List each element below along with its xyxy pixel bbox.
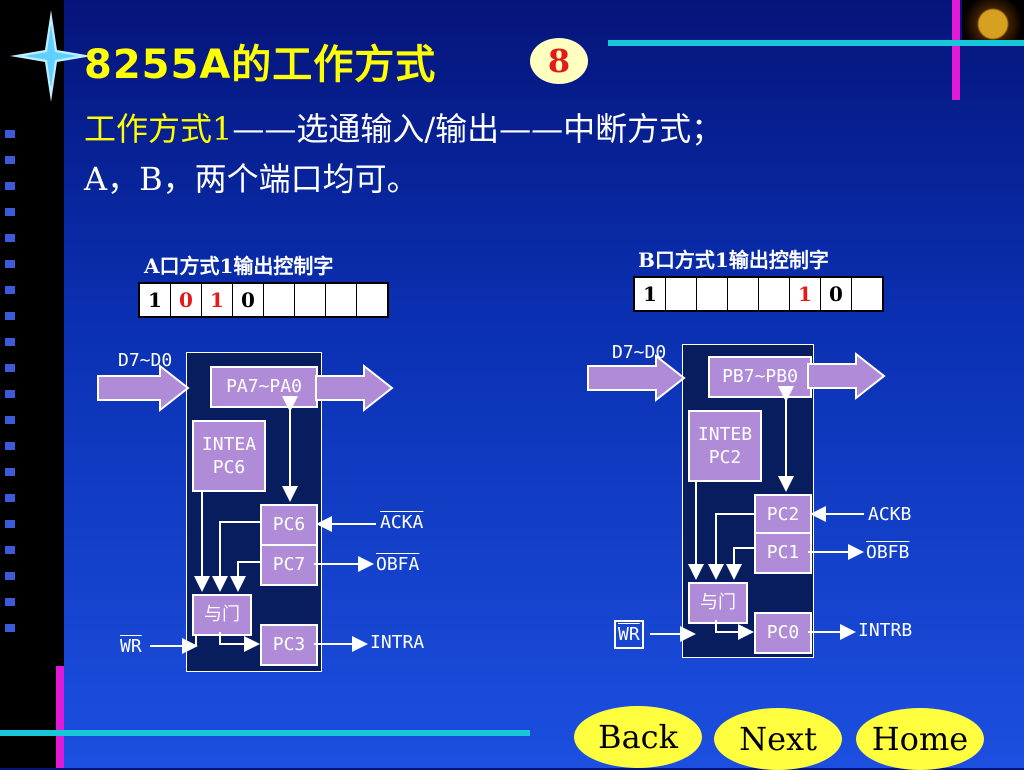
port-a-pa-block: PA7~PA0 [210,366,318,408]
port-a-control-word: 1 0 1 0 [138,282,389,318]
port-b-output-arrow [807,351,886,401]
port-b-pc1-block: PC1 [754,532,812,574]
page-number-badge: 8 [530,38,588,84]
magenta-line-top-right [952,0,960,100]
port-b-pb-block: PB7~PB0 [708,356,812,398]
back-button[interactable]: Back [574,706,702,768]
cw-bit [326,284,357,316]
star-sparkle-icon [10,10,92,102]
cyan-line-top [608,40,1024,46]
subtitle-line2: A，B，两个端口均可。 [84,160,419,198]
cw-bit: 0 [233,284,264,316]
subtitle-mode: 工作方式1 [84,110,233,148]
page-title: 8255A的工作方式 [84,42,437,88]
cw-bit [295,284,326,316]
subtitle-desc: ——选通输入/输出——中断方式； [232,110,724,148]
cw-bit: 1 [140,284,171,316]
inte-pc-label: PC6 [212,457,246,478]
port-b-inte-block: INTEB PC2 [688,410,762,482]
magenta-line-bottom-left [56,666,64,768]
inte-pc-label: PC2 [708,447,742,468]
port-a-inte-block: INTEA PC6 [192,420,266,492]
port-b-input-arrow [587,353,686,403]
inte-label: INTEA [201,433,257,455]
port-b-wr-label: WR [614,620,644,649]
port-b-obf-label: OBFB [866,542,910,563]
cw-bit: 1 [202,284,233,316]
globe-logo-icon [962,0,1024,40]
port-a-pc3-block: PC3 [260,624,318,666]
port-a-data-bus-label: D7~D0 [118,350,173,371]
port-a-control-word-label: A口方式1输出控制字 [144,254,334,278]
port-a-wr-label: WR [120,636,142,657]
cw-bit [666,278,697,310]
port-a-obf-label: OBFA [376,554,420,575]
cw-bit [264,284,295,316]
cw-bit: 0 [821,278,852,310]
port-a-pc7-block: PC7 [260,544,318,586]
port-a-ack-label: ACKA [380,512,424,533]
port-a-output-arrow [315,363,394,413]
cw-bit [759,278,790,310]
cw-bit [697,278,728,310]
port-a-intr-label: INTRA [370,632,425,653]
port-b-and-gate: 与门 [688,582,748,624]
port-a-input-arrow [97,363,190,413]
port-a-and-gate: 与门 [192,594,252,636]
port-b-data-bus-label: D7~D0 [612,342,667,363]
inte-label: INTEB [697,423,753,445]
cw-bit: 1 [790,278,821,310]
next-button[interactable]: Next [714,708,842,770]
cw-bit [728,278,759,310]
cw-bit: 0 [171,284,202,316]
port-b-pc0-block: PC0 [754,612,812,654]
subtitle: 工作方式1——选通输入/输出——中断方式； [84,104,723,150]
port-b-intr-label: INTRB [858,620,913,641]
cyan-line-bottom [0,730,530,736]
port-b-ack-label: ACKB [868,504,912,525]
home-button[interactable]: Home [856,708,984,770]
left-dotted-pattern [5,130,15,650]
port-b-control-word: 1 1 0 [633,276,884,312]
cw-bit: 1 [635,278,666,310]
port-b-control-word-label: B口方式1输出控制字 [638,248,829,272]
